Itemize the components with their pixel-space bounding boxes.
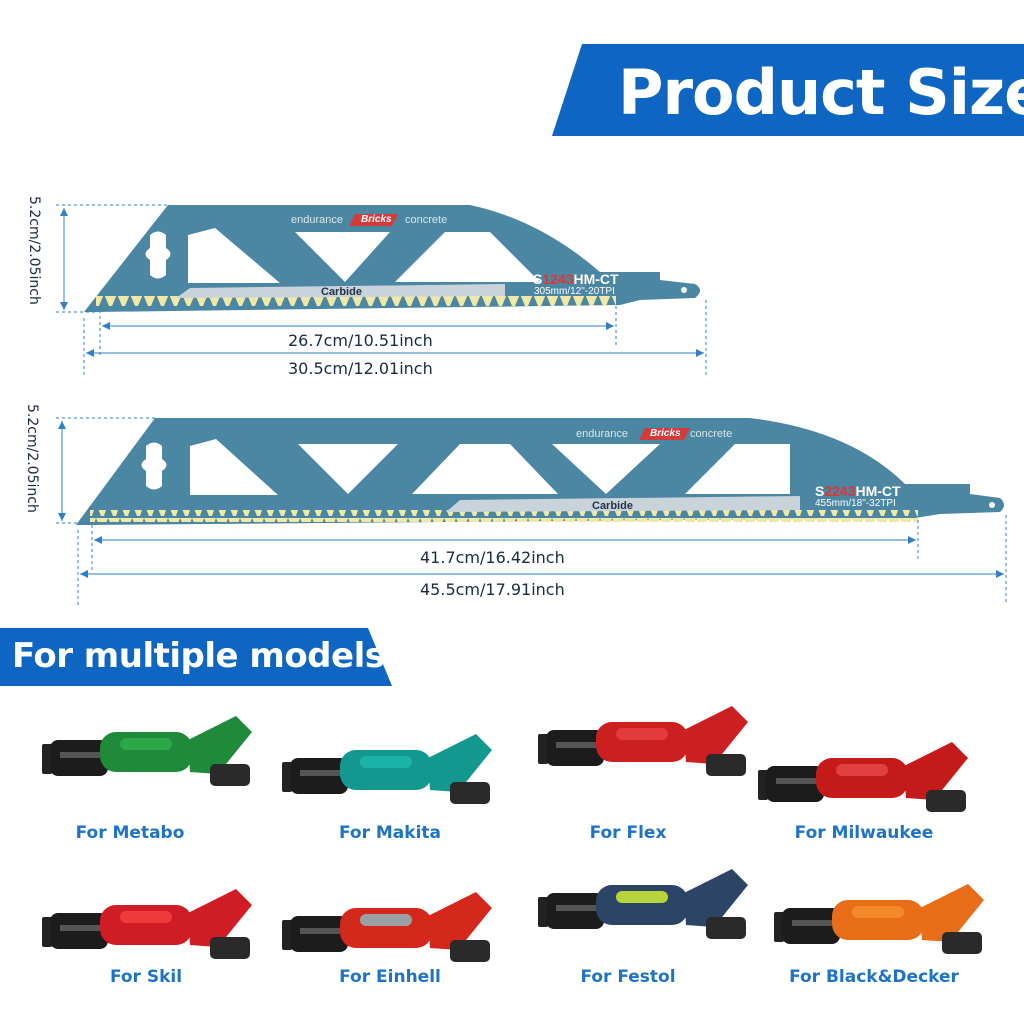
tool-label-1: For Metabo (75, 823, 185, 843)
blade1-text-concrete: concrete (405, 214, 448, 226)
tool-label-2: For Makita (338, 823, 442, 843)
blade-cutout (395, 232, 540, 282)
blade2-outer-length-label: 45.5cm/17.91inch (420, 580, 565, 599)
bricks-badge (639, 428, 690, 440)
blade-key-slot (141, 442, 167, 490)
blade-diagrams (56, 204, 1007, 605)
carbide-stripe (446, 496, 800, 512)
blade-hole (989, 502, 995, 508)
green-reciprocating-saw-icon (42, 716, 252, 786)
blade-cutout (685, 444, 790, 494)
blade2-spec: 455mm/18"-32TPI (815, 498, 896, 509)
tool-label-6: For Einhell (339, 967, 441, 987)
tool-label-8: For Black&Decker (789, 967, 959, 987)
blade1-dimensions (56, 204, 707, 378)
blade-hole (681, 287, 687, 293)
blade-body (84, 205, 700, 312)
tool-5 (40, 865, 260, 988)
models-banner: For multiple models (0, 628, 392, 686)
teal-reciprocating-saw-icon (282, 734, 492, 804)
blade1-height-label: 5.2cm/2.05inch (26, 196, 42, 305)
blade-cutout (295, 232, 390, 282)
blade-cutout (190, 439, 278, 495)
tool-1 (40, 692, 260, 815)
blade-455mm (76, 418, 1004, 525)
tool-2 (280, 710, 500, 833)
blade-teeth (90, 510, 918, 522)
red-silver-saw-icon (282, 892, 492, 962)
red-reciprocating-saw-icon (538, 706, 748, 776)
tool-label-7: For Festol (580, 967, 676, 987)
models-banner-background (0, 628, 392, 686)
blade2-arrowheads (58, 421, 1004, 578)
blade-cutout (412, 444, 558, 494)
carbide-stripe (176, 284, 505, 298)
tool-4 (756, 718, 976, 841)
blade2-text-endurance: endurance (576, 428, 628, 440)
blade2-dimensions (56, 417, 1007, 605)
blade1-arrowheads (60, 208, 704, 357)
blade1-model-code: S1243HM-CT (533, 271, 619, 287)
tool-label-4: For Milwaukee (794, 823, 934, 843)
blade2-model-code: S2243HM-CT (815, 483, 901, 499)
tool-label-3: For Flex (589, 823, 667, 843)
orange-black-saw-icon (774, 884, 984, 954)
blade-teeth (96, 296, 616, 308)
blade2-height-label: 5.2cm/2.05inch (24, 404, 40, 513)
blade2-text-bricks: Bricks (650, 428, 681, 439)
blade1-text-bricks: Bricks (361, 214, 392, 225)
blade1-spec: 305mm/12"-20TPI (534, 286, 615, 297)
page-title: Product Size (618, 56, 1024, 129)
bricks-badge (349, 214, 398, 226)
blue-grey-saw-icon (538, 869, 748, 939)
red-black-reciprocating-saw-icon (758, 742, 968, 812)
blade1-text-endurance: endurance (291, 214, 343, 226)
models-section-title: For multiple models (12, 636, 385, 676)
blade2-inner-length-label: 41.7cm/16.42inch (420, 548, 565, 567)
blade1-inner-length-label: 26.7cm/10.51inch (288, 331, 433, 350)
tool-7 (536, 845, 756, 968)
blade-cutout (188, 228, 280, 283)
blade1-outer-length-label: 30.5cm/12.01inch (288, 359, 433, 378)
blade-cutout (298, 444, 398, 494)
tool-6 (280, 868, 500, 991)
banner-background (552, 44, 1024, 136)
red-black-compact-saw-icon (42, 889, 252, 959)
tool-8 (772, 860, 992, 983)
product-size-banner: Product Size (552, 44, 1024, 136)
tool-3 (536, 682, 756, 805)
blade2-text-concrete: concrete (690, 428, 733, 440)
blade-305mm (84, 205, 700, 312)
blade-key-slot (145, 231, 171, 279)
blade2-carbide-label: Carbide (592, 500, 633, 512)
tool-label-5: For Skil (109, 967, 183, 987)
blade1-carbide-label: Carbide (321, 286, 362, 298)
blade-cutout (552, 444, 660, 494)
